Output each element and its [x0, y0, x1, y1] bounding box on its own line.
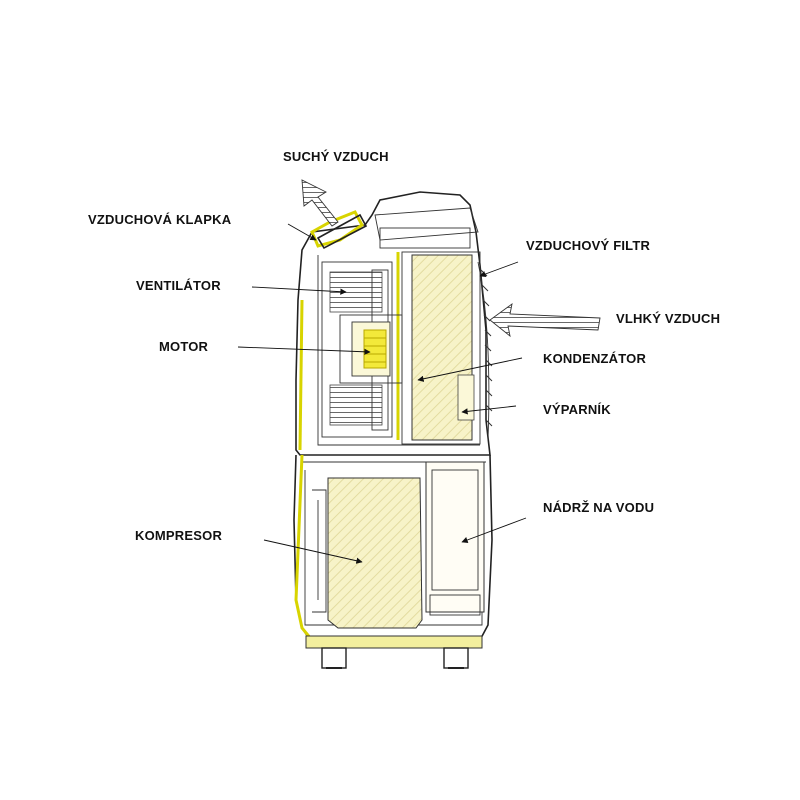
dry-air-arrow	[301, 179, 339, 227]
label-dry-air: SUCHÝ VZDUCH	[283, 149, 389, 164]
leader-water-tank	[461, 517, 527, 543]
labels: SUCHÝ VZDUCH VZDUCHOVÁ KLAPKA VENTILÁTOR…	[88, 149, 720, 543]
humid-air-arrow	[489, 302, 601, 338]
water-tank	[425, 461, 485, 616]
evaporator	[457, 374, 475, 421]
leader-air-flap	[287, 223, 317, 241]
leader-evaporator	[461, 405, 517, 415]
label-condenser: KONDENZÁTOR	[543, 351, 646, 366]
label-air-filter: VZDUCHOVÝ FILTR	[526, 238, 650, 253]
leader-motor	[237, 346, 371, 355]
leader-condenser	[417, 357, 523, 382]
air-flap	[316, 213, 368, 250]
leader-air-filter	[479, 261, 519, 277]
leader-compressor	[263, 539, 363, 564]
compressor	[312, 477, 423, 629]
left-wheel	[321, 647, 347, 669]
label-humid-air: VLHKÝ VZDUCH	[616, 311, 720, 326]
label-water-tank: NÁDRŽ NA VODU	[543, 500, 654, 515]
label-evaporator: VÝPARNÍK	[543, 402, 611, 417]
label-fan: VENTILÁTOR	[136, 278, 221, 293]
label-compressor: KOMPRESOR	[135, 528, 222, 543]
label-motor: MOTOR	[159, 339, 209, 354]
label-air-flap: VZDUCHOVÁ KLAPKA	[88, 212, 232, 227]
right-wheel	[443, 647, 469, 669]
motor	[339, 314, 403, 384]
leader-fan	[251, 286, 347, 295]
base-and-wheels	[305, 635, 483, 669]
leader-lines	[237, 223, 527, 564]
